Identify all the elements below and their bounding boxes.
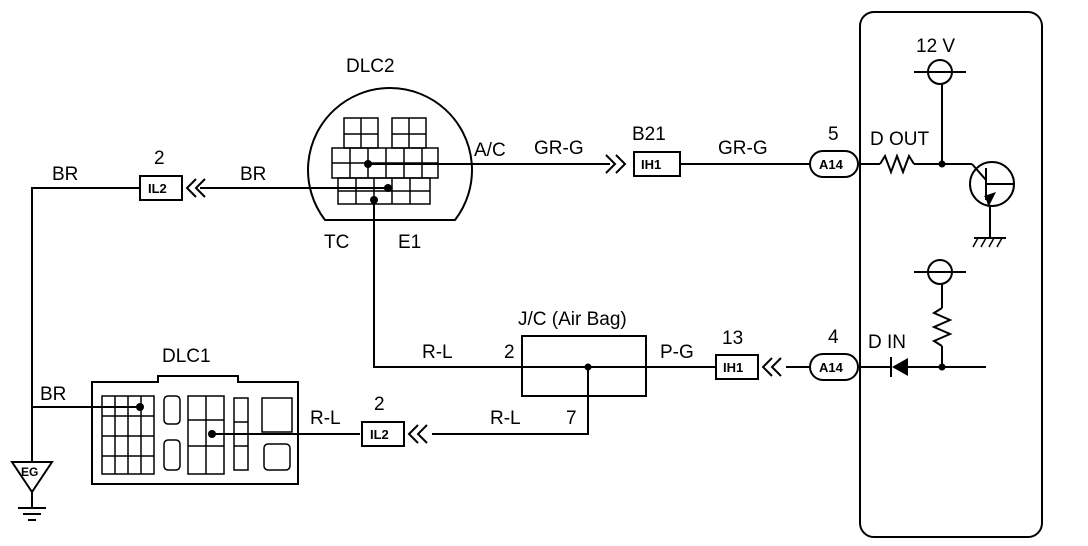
wire-pg-label: P-G	[660, 342, 694, 363]
il2-top-box	[139, 175, 183, 201]
ih1-top-label: IH1	[641, 157, 661, 172]
il2-top-pin: 2	[154, 148, 165, 169]
eg-ground-label: EG	[21, 465, 38, 479]
a14-top-label: A14	[819, 157, 844, 172]
jc-pin-7: 7	[566, 408, 577, 429]
dlc1-connector	[91, 375, 299, 485]
eg-ground-symbol	[10, 461, 54, 521]
wire-grg-2-label: GR-G	[718, 138, 768, 159]
ih1-top-box	[633, 151, 681, 177]
wire-br-dlc1-label: BR	[40, 384, 66, 405]
ecu-box	[859, 11, 1043, 538]
wire-rl-top	[373, 198, 522, 368]
a14-bottom-pin: 4	[828, 327, 839, 348]
il2-bottom-pin: 2	[374, 394, 385, 415]
a14-top-pin: 5	[828, 124, 839, 145]
transistor-symbol	[969, 161, 1015, 248]
ac-label: A/C	[474, 140, 506, 161]
il2-top-chevron	[185, 178, 206, 198]
ecu-12v-label: 12 V	[916, 36, 955, 57]
ih1-bottom-box	[715, 354, 759, 380]
jc-pin-2: 2	[504, 342, 515, 363]
wire-rl-top-label: R-L	[422, 342, 453, 363]
wire-br-left-label: BR	[52, 164, 78, 185]
din-label: D IN	[868, 332, 906, 353]
dout-resistor	[879, 153, 915, 175]
tc-label: TC	[324, 232, 349, 253]
ih1-bottom-chevron	[761, 357, 782, 377]
din-diode	[890, 357, 908, 377]
jc-label: J/C (Air Bag)	[518, 309, 627, 330]
dlc1-label: DLC1	[162, 346, 211, 367]
dlc2-connector	[307, 87, 473, 221]
wire-grg-1-label: GR-G	[534, 138, 584, 159]
wire-br-left	[31, 187, 140, 462]
ih1-bottom-pin: 13	[722, 328, 743, 349]
jc-box	[521, 335, 647, 397]
il2-bottom-label: IL2	[370, 427, 389, 442]
wire-rl-mid-label: R-L	[490, 408, 521, 429]
wire-rl-mid	[432, 367, 589, 435]
supply-terminal-bottom	[927, 259, 953, 285]
e1-label: E1	[398, 232, 421, 253]
a14-bottom-label: A14	[819, 360, 844, 375]
il2-bottom-box	[361, 421, 405, 447]
din-resistor	[931, 307, 953, 347]
wire-rl-dlc1-label: R-L	[310, 408, 341, 429]
b21-label: B21	[632, 124, 666, 145]
ih1-top-chevron	[605, 154, 627, 174]
il2-top-label: IL2	[148, 181, 167, 196]
supply-terminal-top	[927, 59, 953, 85]
ih1-bottom-label: IH1	[723, 360, 743, 375]
wire-br-mid-label: BR	[240, 164, 266, 185]
il2-bottom-chevron	[407, 424, 428, 444]
dlc2-label: DLC2	[346, 56, 395, 77]
dout-label: D OUT	[870, 129, 930, 150]
